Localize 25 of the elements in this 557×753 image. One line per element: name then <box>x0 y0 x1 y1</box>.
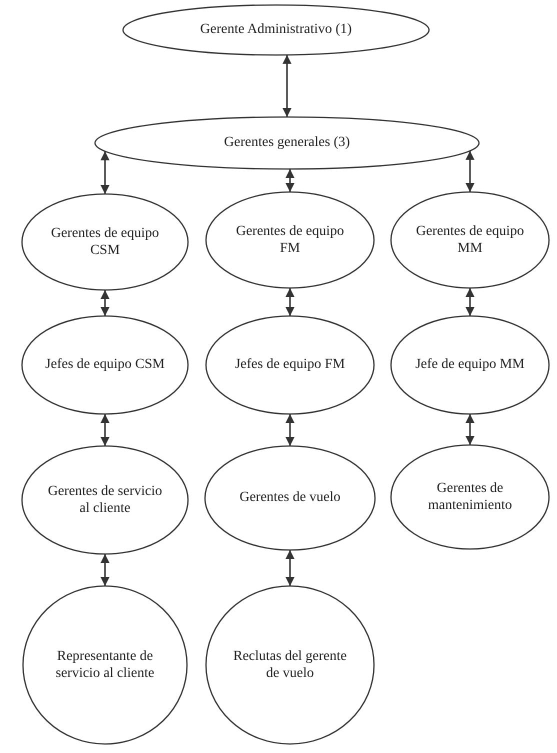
double-arrow <box>286 550 294 586</box>
node-label: Jefe de equipo MM <box>415 356 525 374</box>
node-label: Gerentes de equipo MM <box>414 222 526 258</box>
node-label: Gerentes de equipo FM <box>234 222 346 258</box>
double-arrow <box>286 288 294 316</box>
node-label: Reclutas del gerente de vuelo <box>232 648 348 682</box>
node-label: Gerentes de servicio al cliente <box>46 482 164 518</box>
node-label: Gerente Administrativo (1) <box>200 21 352 39</box>
double-arrow <box>282 54 292 117</box>
double-arrow <box>466 288 474 316</box>
double-arrow <box>466 414 474 445</box>
double-arrow <box>100 151 110 194</box>
node-label: Jefes de equipo FM <box>234 356 346 374</box>
node-label: Gerentes generales (3) <box>224 134 350 152</box>
double-arrow <box>100 554 110 586</box>
double-arrow <box>286 169 294 192</box>
node-label: Gerentes de mantenimiento <box>427 480 513 514</box>
double-arrow <box>286 414 294 446</box>
node-label: Representante de servicio al cliente <box>54 648 156 682</box>
double-arrow <box>100 414 110 446</box>
node-label: Gerentes de equipo CSM <box>50 224 160 260</box>
double-arrow <box>466 150 474 192</box>
node-label: Jefes de equipo CSM <box>45 356 165 374</box>
double-arrow <box>100 290 110 316</box>
node-label: Gerentes de vuelo <box>239 489 341 507</box>
